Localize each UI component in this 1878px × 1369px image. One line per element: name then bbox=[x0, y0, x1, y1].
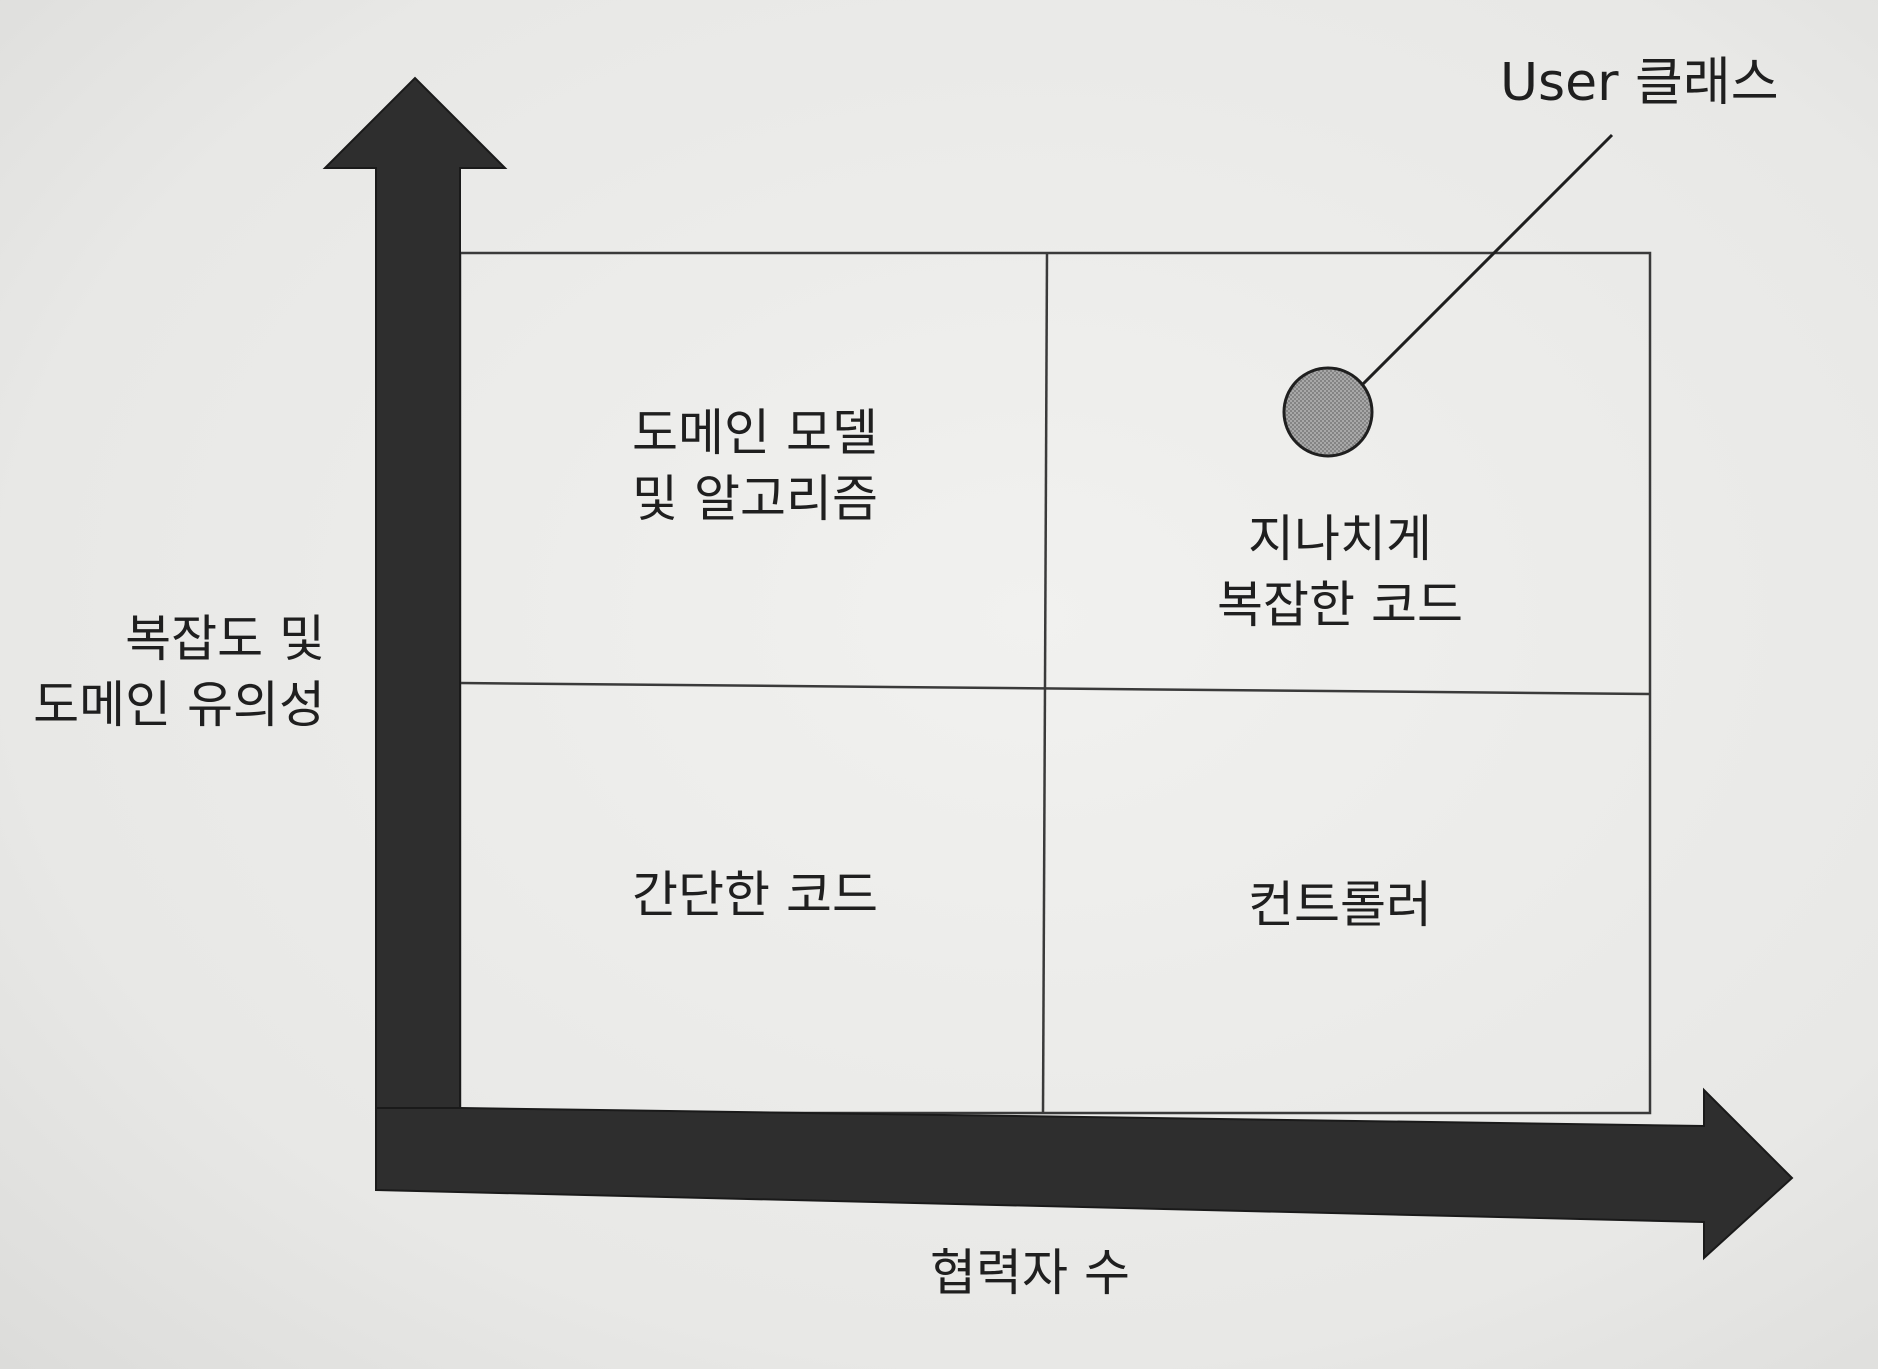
callout-label-text: User 클래스 bbox=[1500, 53, 1779, 113]
y-axis-label: 복잡도 및 도메인 유의성 bbox=[0, 606, 325, 738]
x-axis-label-text: 협력자 수 bbox=[930, 1244, 1130, 1302]
quadrant-top-left-label: 도메인 모델 및 알고리즘 bbox=[555, 400, 955, 532]
quadrant-top-left-line2: 및 알고리즘 bbox=[632, 470, 878, 528]
quadrant-top-left-line1: 도메인 모델 bbox=[632, 404, 878, 462]
y-axis-label-line1: 복잡도 및 bbox=[125, 610, 325, 668]
callout-label: User 클래스 bbox=[1500, 50, 1779, 116]
x-axis-label: 협력자 수 bbox=[830, 1240, 1230, 1306]
quadrant-bottom-right-label: 컨트롤러 bbox=[1140, 872, 1540, 938]
quadrant-outer-frame bbox=[458, 251, 1652, 1115]
quadrant-grid bbox=[458, 251, 1652, 1115]
y-axis-arrow bbox=[322, 76, 508, 1191]
y-axis-label-line2: 도메인 유의성 bbox=[33, 676, 325, 734]
quadrant-top-right-label: 지나치게 복잡한 코드 bbox=[1140, 506, 1540, 638]
user-class-marker bbox=[1282, 366, 1374, 458]
quadrant-horizontal-divider bbox=[459, 681, 1651, 696]
quadrant-bottom-left-line1: 간단한 코드 bbox=[632, 866, 878, 924]
x-axis-arrow bbox=[375, 1087, 1794, 1261]
quadrant-top-right-line2: 복잡한 코드 bbox=[1217, 576, 1463, 634]
quadrant-vertical-divider bbox=[1041, 252, 1049, 1114]
quadrant-bottom-right-line1: 컨트롤러 bbox=[1248, 876, 1432, 934]
quadrant-bottom-left-label: 간단한 코드 bbox=[555, 862, 955, 928]
callout-leader-line bbox=[1360, 133, 1614, 387]
quadrant-top-right-line1: 지나치게 bbox=[1248, 510, 1432, 568]
